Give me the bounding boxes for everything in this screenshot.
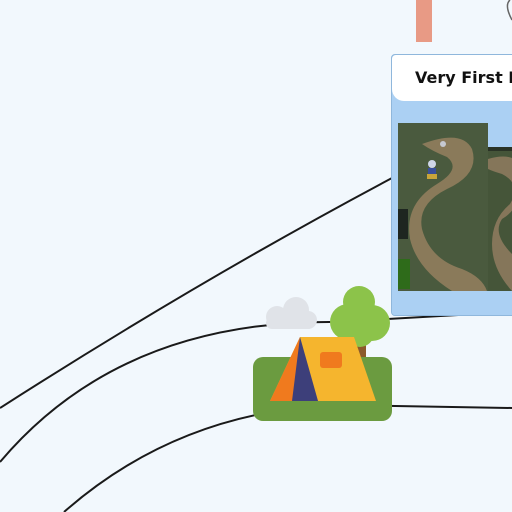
connector-line: [0, 177, 393, 409]
camping-tent-icon[interactable]: [253, 286, 392, 421]
game-map-screenshot[interactable]: [392, 119, 512, 316]
tree-icon: [330, 286, 390, 366]
cloud-icon: [266, 297, 317, 329]
top-connector-bar: [416, 0, 432, 42]
card-title: Very First Pr: [392, 55, 512, 101]
tent-icon: [270, 337, 376, 401]
topic-card[interactable]: Very First Pr: [391, 54, 512, 316]
top-connector-arc: [506, 0, 512, 21]
connector-line: [63, 403, 512, 512]
